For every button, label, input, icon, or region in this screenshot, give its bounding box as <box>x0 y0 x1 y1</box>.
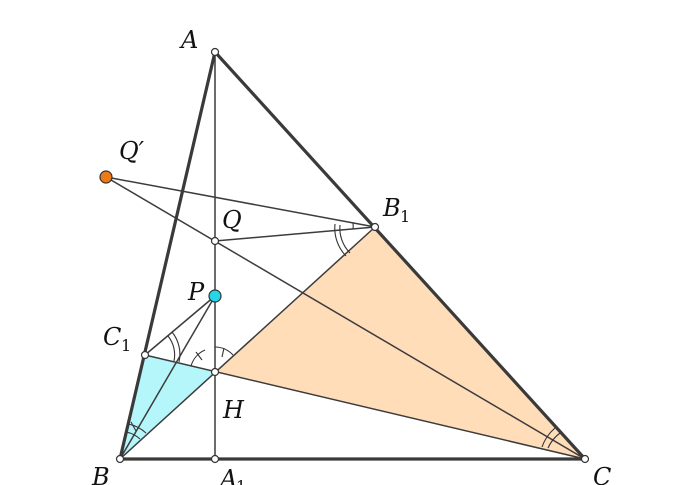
point-p <box>208 289 222 303</box>
triangle-c1-h-b-fill <box>120 355 215 459</box>
side-ac <box>213 50 587 461</box>
angle-mark-b-2 <box>127 423 147 434</box>
triangle-h-b1-c-fill <box>215 227 585 459</box>
angle-mark-c-2 <box>541 427 556 448</box>
angle-mark-c-1 <box>547 432 561 449</box>
label-c1-sub: 1 <box>121 336 131 355</box>
angle-tick-b <box>130 421 137 432</box>
line-b-p <box>119 295 216 460</box>
point-b1 <box>370 222 380 232</box>
label-a1-sub: 1 <box>236 477 246 485</box>
point-h <box>210 367 220 377</box>
label-c1: C <box>103 323 121 351</box>
point-a1 <box>210 454 220 464</box>
label-b: B <box>91 463 110 485</box>
label-b1-sub: 1 <box>400 207 410 226</box>
vertex-b <box>115 454 125 464</box>
construction-lines <box>105 52 586 460</box>
vertex-a <box>210 47 220 57</box>
label-c: C <box>593 463 611 485</box>
point-q <box>210 236 220 246</box>
label-p: P <box>187 278 205 306</box>
point-c1 <box>140 350 150 360</box>
label-h: H <box>222 396 245 424</box>
line-c1-p <box>144 295 216 356</box>
angle-mark-b-1 <box>125 431 141 440</box>
points <box>99 47 590 464</box>
angle-mark-b1-2 <box>334 223 347 257</box>
angle-mark-c1-1 <box>167 335 176 362</box>
angle-tick-h-right <box>221 347 225 358</box>
triangle-abc <box>118 50 587 461</box>
label-q: Q <box>222 206 242 234</box>
angle-mark-b1-1 <box>339 224 351 254</box>
line-qp-c <box>105 176 586 460</box>
point-q-prime <box>99 170 113 184</box>
angle-mark-h-right <box>214 346 234 356</box>
angle-tick-h-left <box>195 351 203 361</box>
side-ab <box>118 51 217 460</box>
line-qp-b1 <box>105 176 376 228</box>
line-b-b1 <box>119 226 376 460</box>
angle-mark-h-left <box>190 349 206 367</box>
angle-markers <box>125 222 561 449</box>
label-q-prime: Q′ <box>119 137 145 165</box>
angle-mark-c1-2 <box>171 331 181 363</box>
label-b1: B <box>382 194 401 222</box>
line-q-b1 <box>214 226 376 242</box>
label-a1: A <box>218 465 237 485</box>
label-a: A <box>179 26 198 54</box>
vertex-c <box>580 454 590 464</box>
